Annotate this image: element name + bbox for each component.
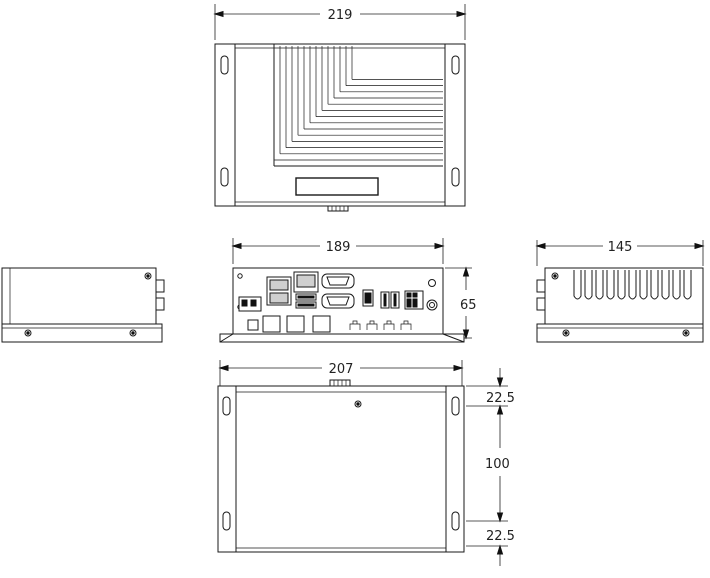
right-flange xyxy=(445,385,465,553)
fin-line xyxy=(661,270,670,300)
dimension-label-22.5-bottom: 22.5 xyxy=(486,529,515,544)
led-icon xyxy=(366,320,378,330)
dimension-label-207: 207 xyxy=(329,362,354,377)
heatsink-fins xyxy=(273,44,443,167)
dimension-hole-chain: 22.5 100 22.5 xyxy=(466,368,515,566)
sim-slot-icon xyxy=(286,315,305,333)
left-flange xyxy=(217,385,237,553)
side-connector xyxy=(155,279,165,293)
dimension-front-height: 65 xyxy=(445,266,477,340)
led-icon xyxy=(383,320,395,330)
dimension-label-145: 145 xyxy=(608,240,633,255)
lan-port-icon xyxy=(296,274,316,288)
right-side-view: 145 xyxy=(535,240,705,343)
connector-nub xyxy=(329,379,351,387)
mount-slot xyxy=(220,167,229,187)
screw-icon xyxy=(237,273,243,279)
bottom-view: 207 xyxy=(217,360,515,566)
dimension-bottom-width: 207 xyxy=(218,360,464,386)
screw-icon xyxy=(24,329,32,337)
terminal-pin xyxy=(241,299,248,307)
dimension-side-width: 145 xyxy=(535,240,705,266)
sim-slot-icon xyxy=(262,315,281,333)
heatsink-fins-side xyxy=(573,270,692,300)
dimension-label-189: 189 xyxy=(326,240,351,255)
side-connector xyxy=(536,279,546,293)
dimension-front-width: 189 xyxy=(231,238,445,264)
fin-line xyxy=(595,270,604,300)
fin-line xyxy=(628,270,637,300)
serial-port-icon xyxy=(321,273,355,289)
screw-icon xyxy=(354,400,362,408)
fin-line xyxy=(617,270,626,300)
fin-line xyxy=(573,270,582,300)
dimension-top-width: 219 xyxy=(213,4,467,40)
mount-slot xyxy=(222,396,231,416)
bottom-body xyxy=(235,385,447,553)
left-side-view xyxy=(1,267,165,343)
serial-port-icon xyxy=(321,293,355,309)
fin-line xyxy=(650,270,659,300)
fin-line xyxy=(639,270,648,300)
right-side-flange xyxy=(536,323,704,343)
side-connector xyxy=(155,297,165,311)
fin-line xyxy=(683,270,692,300)
dimension-label-22.5-top: 22.5 xyxy=(486,391,515,406)
top-view: 219 xyxy=(213,4,467,212)
reset-button xyxy=(247,319,259,331)
screw-icon xyxy=(551,272,559,280)
dimension-label-219: 219 xyxy=(328,8,353,23)
dimension-label-100: 100 xyxy=(485,457,510,472)
screw-icon xyxy=(144,272,152,280)
led-row xyxy=(349,320,412,330)
right-side-body xyxy=(544,267,704,325)
left-flange xyxy=(214,43,236,207)
side-connector xyxy=(536,297,546,311)
lan-port-icon xyxy=(269,292,289,304)
terminal-pin xyxy=(250,299,257,307)
right-flange xyxy=(444,43,466,207)
mount-slot xyxy=(451,167,460,187)
label-plate xyxy=(295,177,379,196)
mount-slot xyxy=(220,55,229,75)
mount-slot xyxy=(451,396,460,416)
fin-line xyxy=(584,270,593,300)
fin-line xyxy=(606,270,615,300)
screw-icon xyxy=(682,329,690,337)
screw-icon xyxy=(129,329,137,337)
screw-icon xyxy=(562,329,570,337)
front-base-flange xyxy=(219,333,465,343)
power-button-icon xyxy=(426,299,438,311)
sim-slot-icon xyxy=(312,315,331,333)
led-icon xyxy=(400,320,412,330)
fin-line xyxy=(672,270,681,300)
left-side-body xyxy=(1,267,157,325)
mount-slot xyxy=(222,511,231,531)
mount-slot xyxy=(451,55,460,75)
mount-slot xyxy=(451,511,460,531)
led-indicator-icon xyxy=(428,279,436,287)
led-icon xyxy=(349,320,361,330)
left-side-flange xyxy=(1,323,163,343)
front-view: 189 65 xyxy=(219,238,477,343)
lan-port-icon xyxy=(269,279,289,291)
dimension-label-65: 65 xyxy=(460,298,477,313)
connector-nub xyxy=(327,205,349,212)
